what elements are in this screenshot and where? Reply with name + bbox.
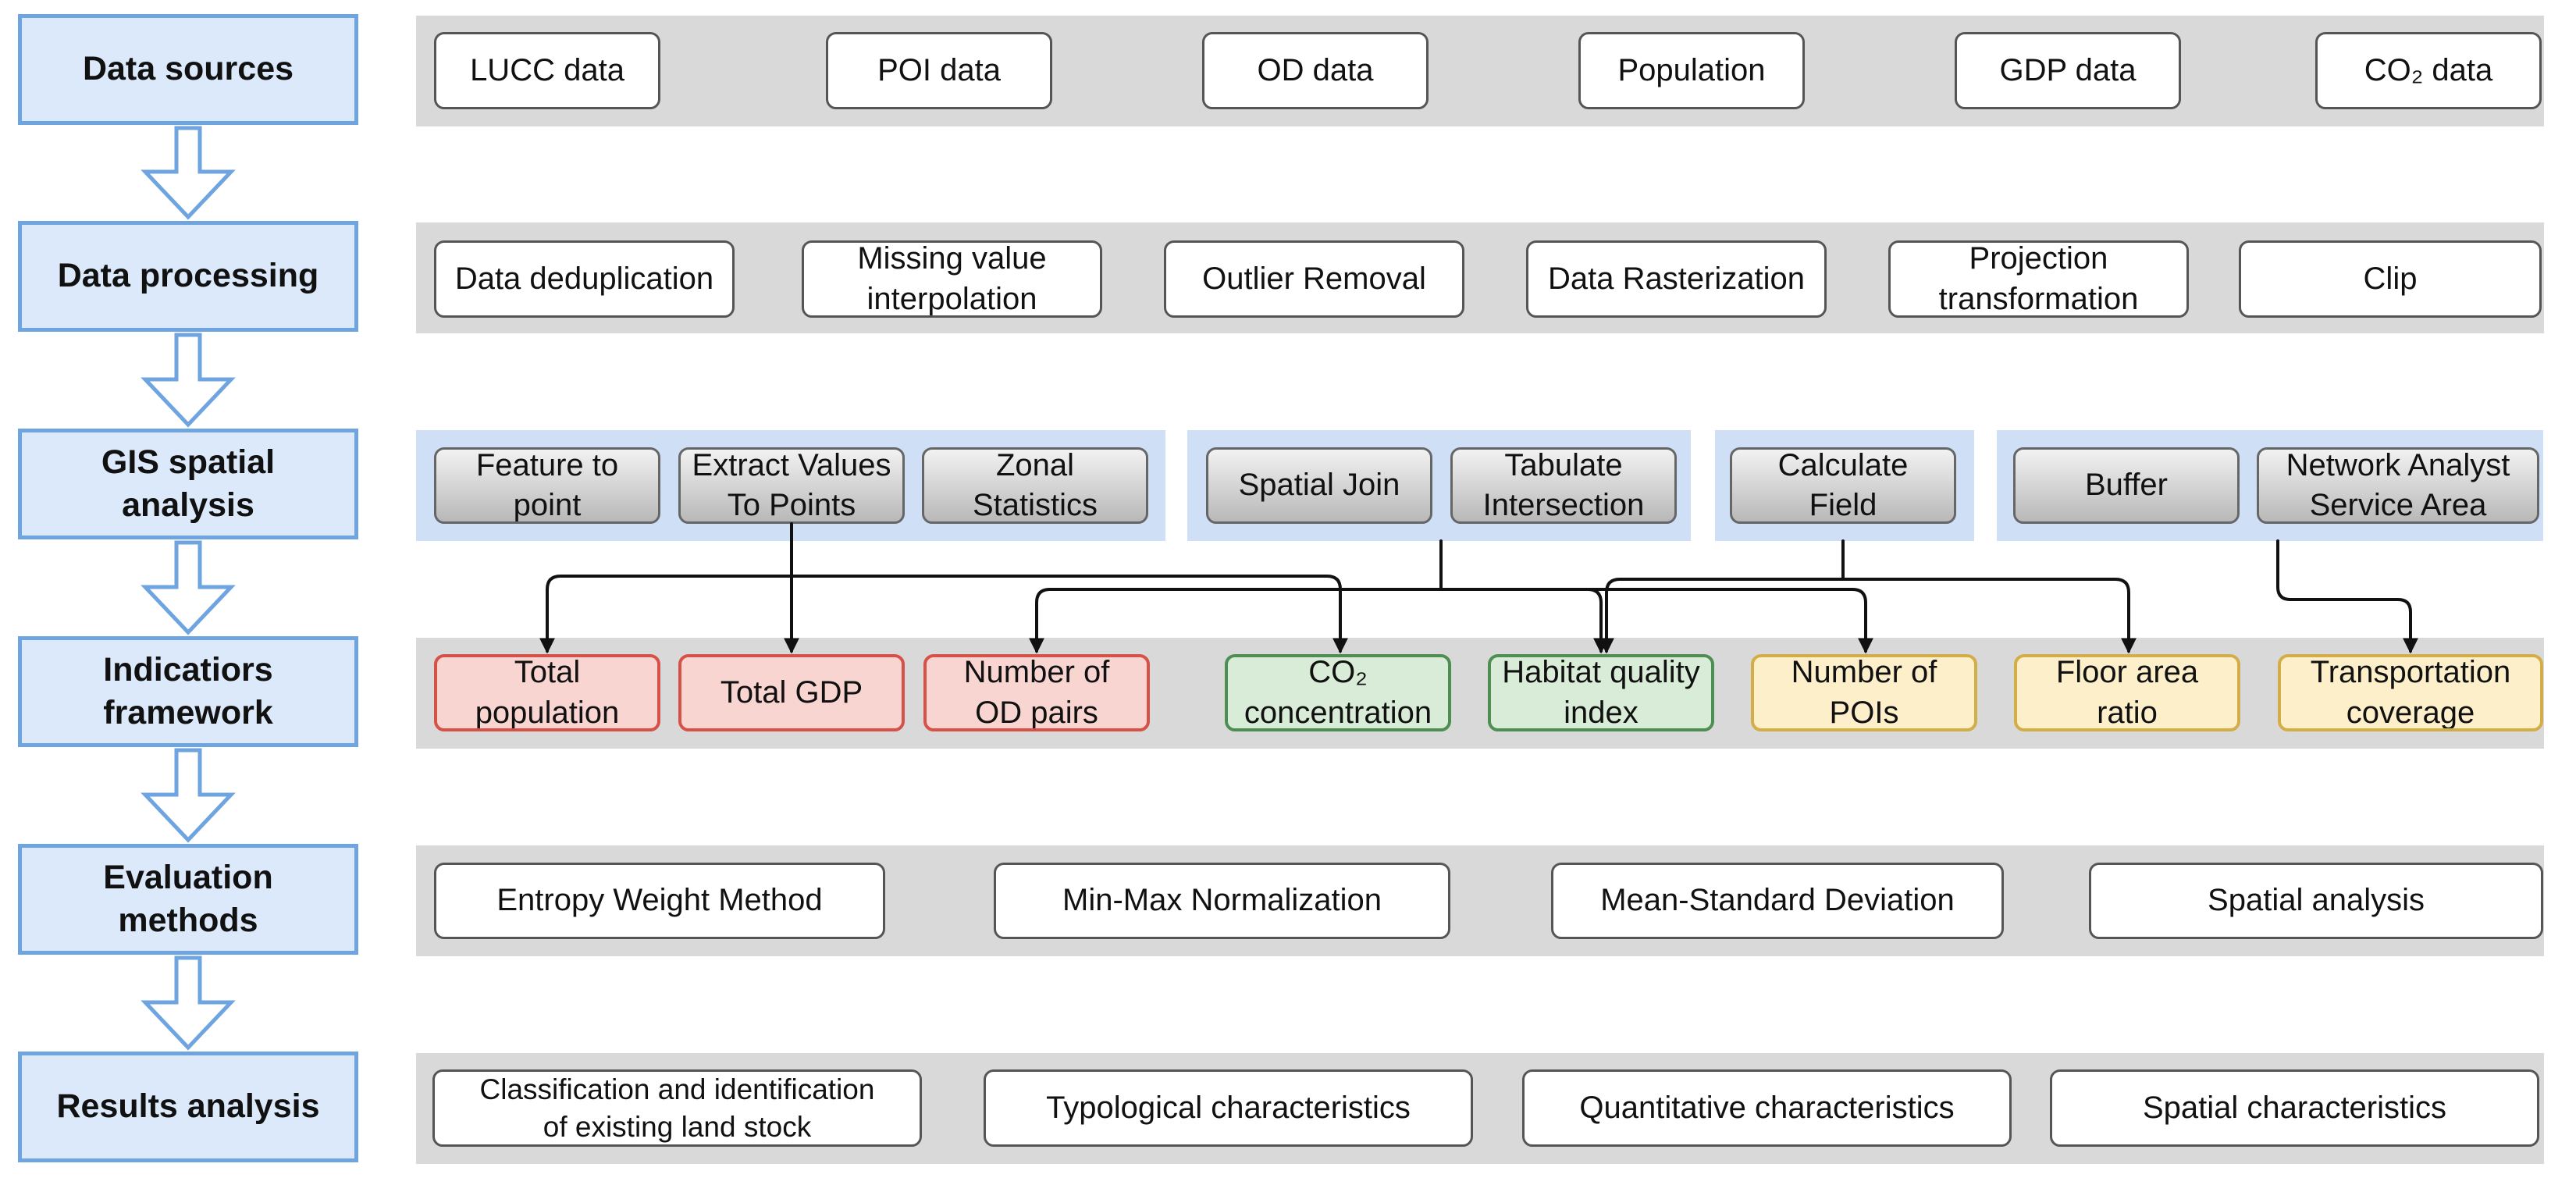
stage-arrow-1 (141, 126, 236, 220)
connector-to-transportation-coverage (2276, 539, 2418, 654)
process-projection-transformation: Projection transformation (1888, 240, 2189, 318)
method-spatial-analysis: Spatial analysis (2089, 863, 2543, 939)
stage-arrow-3 (141, 540, 236, 635)
stage-data-sources: Data sources (18, 14, 358, 125)
stage-label: Data processing (57, 257, 319, 295)
stage-indicators-framework: Indicatiors framework (18, 636, 358, 747)
indicator-transportation-coverage: Transportation coverage (2278, 654, 2543, 731)
connector-to-total-population (539, 575, 793, 654)
method-mean-standard-deviation: Mean-Standard Deviation (1551, 863, 2004, 939)
process-data-rasterization: Data Rasterization (1526, 240, 1827, 318)
process-clip: Clip (2239, 240, 2542, 318)
gis-tool-extract-values-to-points: Extract Values To Points (678, 447, 905, 524)
stage-arrow-5 (141, 955, 236, 1051)
stage-label: GIS spatial analysis (101, 443, 276, 524)
stage-data-processing: Data processing (18, 221, 358, 332)
stage-label: Evaluation methods (103, 858, 273, 939)
stage-arrow-4 (141, 748, 236, 843)
result-classification-identification: Classification and identification of exi… (432, 1069, 922, 1147)
process-missing-value-interpolation: Missing value interpolation (802, 240, 1102, 318)
result-spatial-characteristics: Spatial characteristics (2050, 1069, 2539, 1147)
connector-to-habitat-quality-2 (1599, 578, 1845, 654)
gis-tool-calculate-field: Calculate Field (1730, 447, 1956, 524)
indicator-number-of-od-pairs: Number of OD pairs (923, 654, 1150, 731)
indicator-total-gdp: Total GDP (678, 654, 905, 731)
gis-tool-tabulate-intersection: Tabulate Intersection (1450, 447, 1677, 524)
source-od-data: OD data (1202, 32, 1429, 109)
stage-label: Data sources (82, 50, 294, 88)
result-typological-characteristics: Typological characteristics (984, 1069, 1473, 1147)
method-entropy-weight: Entropy Weight Method (434, 863, 885, 939)
source-population: Population (1578, 32, 1805, 109)
indicator-co2-concentration: CO₂ concentration (1225, 654, 1451, 731)
process-data-deduplication: Data deduplication (434, 240, 735, 318)
stage-evaluation-methods: Evaluation methods (18, 844, 358, 955)
stage-arrow-2 (141, 333, 236, 428)
stage-label: Indicatiors framework (103, 650, 273, 731)
indicator-total-population: Total population (434, 654, 660, 731)
gis-tool-network-analyst-service-area: Network Analyst Service Area (2257, 447, 2539, 524)
connector-to-co2-concentration (790, 575, 1348, 654)
source-co2-data: CO₂ data (2315, 32, 2542, 109)
connector-to-number-of-pois (1439, 588, 1873, 654)
data-sources-band (416, 16, 2544, 126)
gis-tool-spatial-join: Spatial Join (1206, 447, 1432, 524)
stage-label: Results analysis (56, 1087, 320, 1126)
gis-tool-feature-to-point: Feature to point (434, 447, 660, 524)
connector-to-floor-area-ratio (1841, 578, 2137, 654)
source-lucc-data: LUCC data (434, 32, 660, 109)
stage-gis-spatial-analysis: GIS spatial analysis (18, 429, 358, 539)
connector-to-habitat-quality (1439, 588, 1609, 654)
indicator-habitat-quality-index: Habitat quality index (1488, 654, 1714, 731)
result-quantitative-characteristics: Quantitative characteristics (1522, 1069, 2012, 1147)
method-min-max-normalization: Min-Max Normalization (994, 863, 1450, 939)
indicator-number-of-pois: Number of POIs (1751, 654, 1977, 731)
gis-tool-zonal-statistics: Zonal Statistics (922, 447, 1148, 524)
data-processing-band (416, 222, 2544, 333)
indicator-floor-area-ratio: Floor area ratio (2014, 654, 2240, 731)
connector-to-od-pairs (1029, 588, 1443, 654)
stage-results-analysis: Results analysis (18, 1052, 358, 1162)
process-outlier-removal: Outlier Removal (1164, 240, 1464, 318)
source-gdp-data: GDP data (1955, 32, 2181, 109)
gis-tool-buffer: Buffer (2013, 447, 2240, 524)
source-poi-data: POI data (826, 32, 1052, 109)
